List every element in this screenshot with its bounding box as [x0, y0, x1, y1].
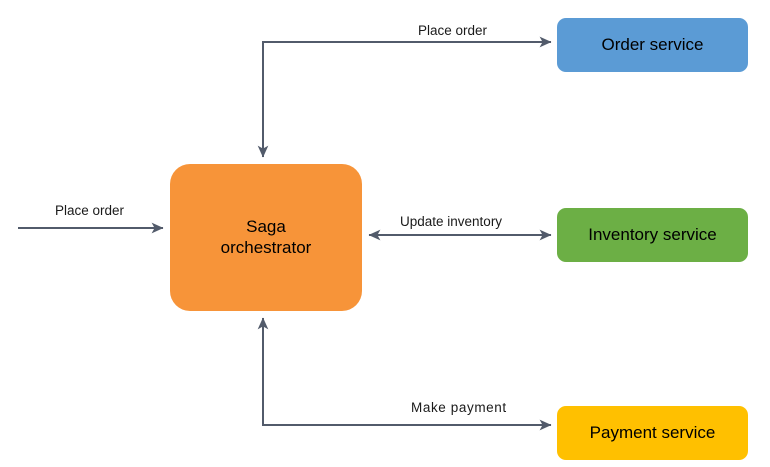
edge-label-place-order-out: Place order: [418, 23, 488, 38]
node-payment-service[interactable]: Payment service: [557, 406, 748, 460]
connector-make-payment: [257, 317, 552, 431]
node-saga-orchestrator[interactable]: Saga orchestrator: [170, 164, 362, 311]
edge-label-update-inventory: Update inventory: [400, 214, 503, 229]
node-inventory-service[interactable]: Inventory service: [557, 208, 748, 262]
node-order-service[interactable]: Order service: [557, 18, 748, 72]
edge-label-make-payment: Make payment: [411, 400, 507, 415]
edge-label-place-order-in: Place order: [55, 203, 125, 218]
connector-place-order-out: [257, 36, 552, 158]
